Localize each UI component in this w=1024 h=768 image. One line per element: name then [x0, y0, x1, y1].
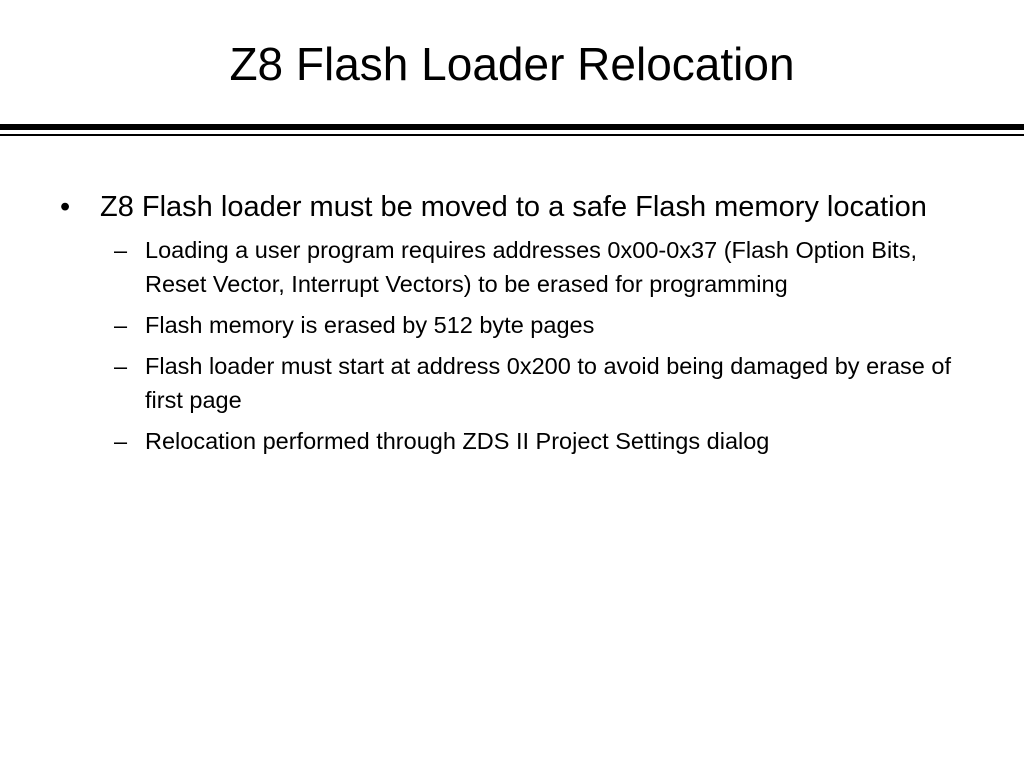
bullet-list: • Z8 Flash loader must be moved to a saf…	[58, 188, 958, 465]
title-divider-thin	[0, 134, 1024, 136]
sub-bullet-item: – Flash loader must start at address 0x2…	[100, 349, 958, 417]
sub-bullet-marker: –	[114, 353, 128, 379]
sub-bullet-marker: –	[114, 237, 128, 263]
bullet-item: • Z8 Flash loader must be moved to a saf…	[58, 188, 958, 458]
sub-bullet-list: – Loading a user program requires addres…	[100, 233, 958, 458]
bullet-text: Z8 Flash loader must be moved to a safe …	[100, 191, 927, 223]
sub-bullet-item: – Flash memory is erased by 512 byte pag…	[100, 308, 958, 342]
sub-bullet-text: Flash memory is erased by 512 byte pages	[145, 312, 595, 338]
slide-title: Z8 Flash Loader Relocation	[229, 38, 795, 90]
sub-bullet-item: – Relocation performed through ZDS II Pr…	[100, 424, 958, 458]
sub-bullet-text: Relocation performed through ZDS II Proj…	[145, 428, 770, 454]
sub-bullet-marker: –	[114, 312, 128, 338]
sub-bullet-text: Loading a user program requires addresse…	[145, 237, 917, 297]
bullet-marker: •	[60, 191, 71, 223]
sub-bullet-item: – Loading a user program requires addres…	[100, 233, 958, 301]
title-divider-thick	[0, 124, 1024, 130]
sub-bullet-text: Flash loader must start at address 0x200…	[145, 353, 951, 413]
sub-bullet-marker: –	[114, 428, 128, 454]
